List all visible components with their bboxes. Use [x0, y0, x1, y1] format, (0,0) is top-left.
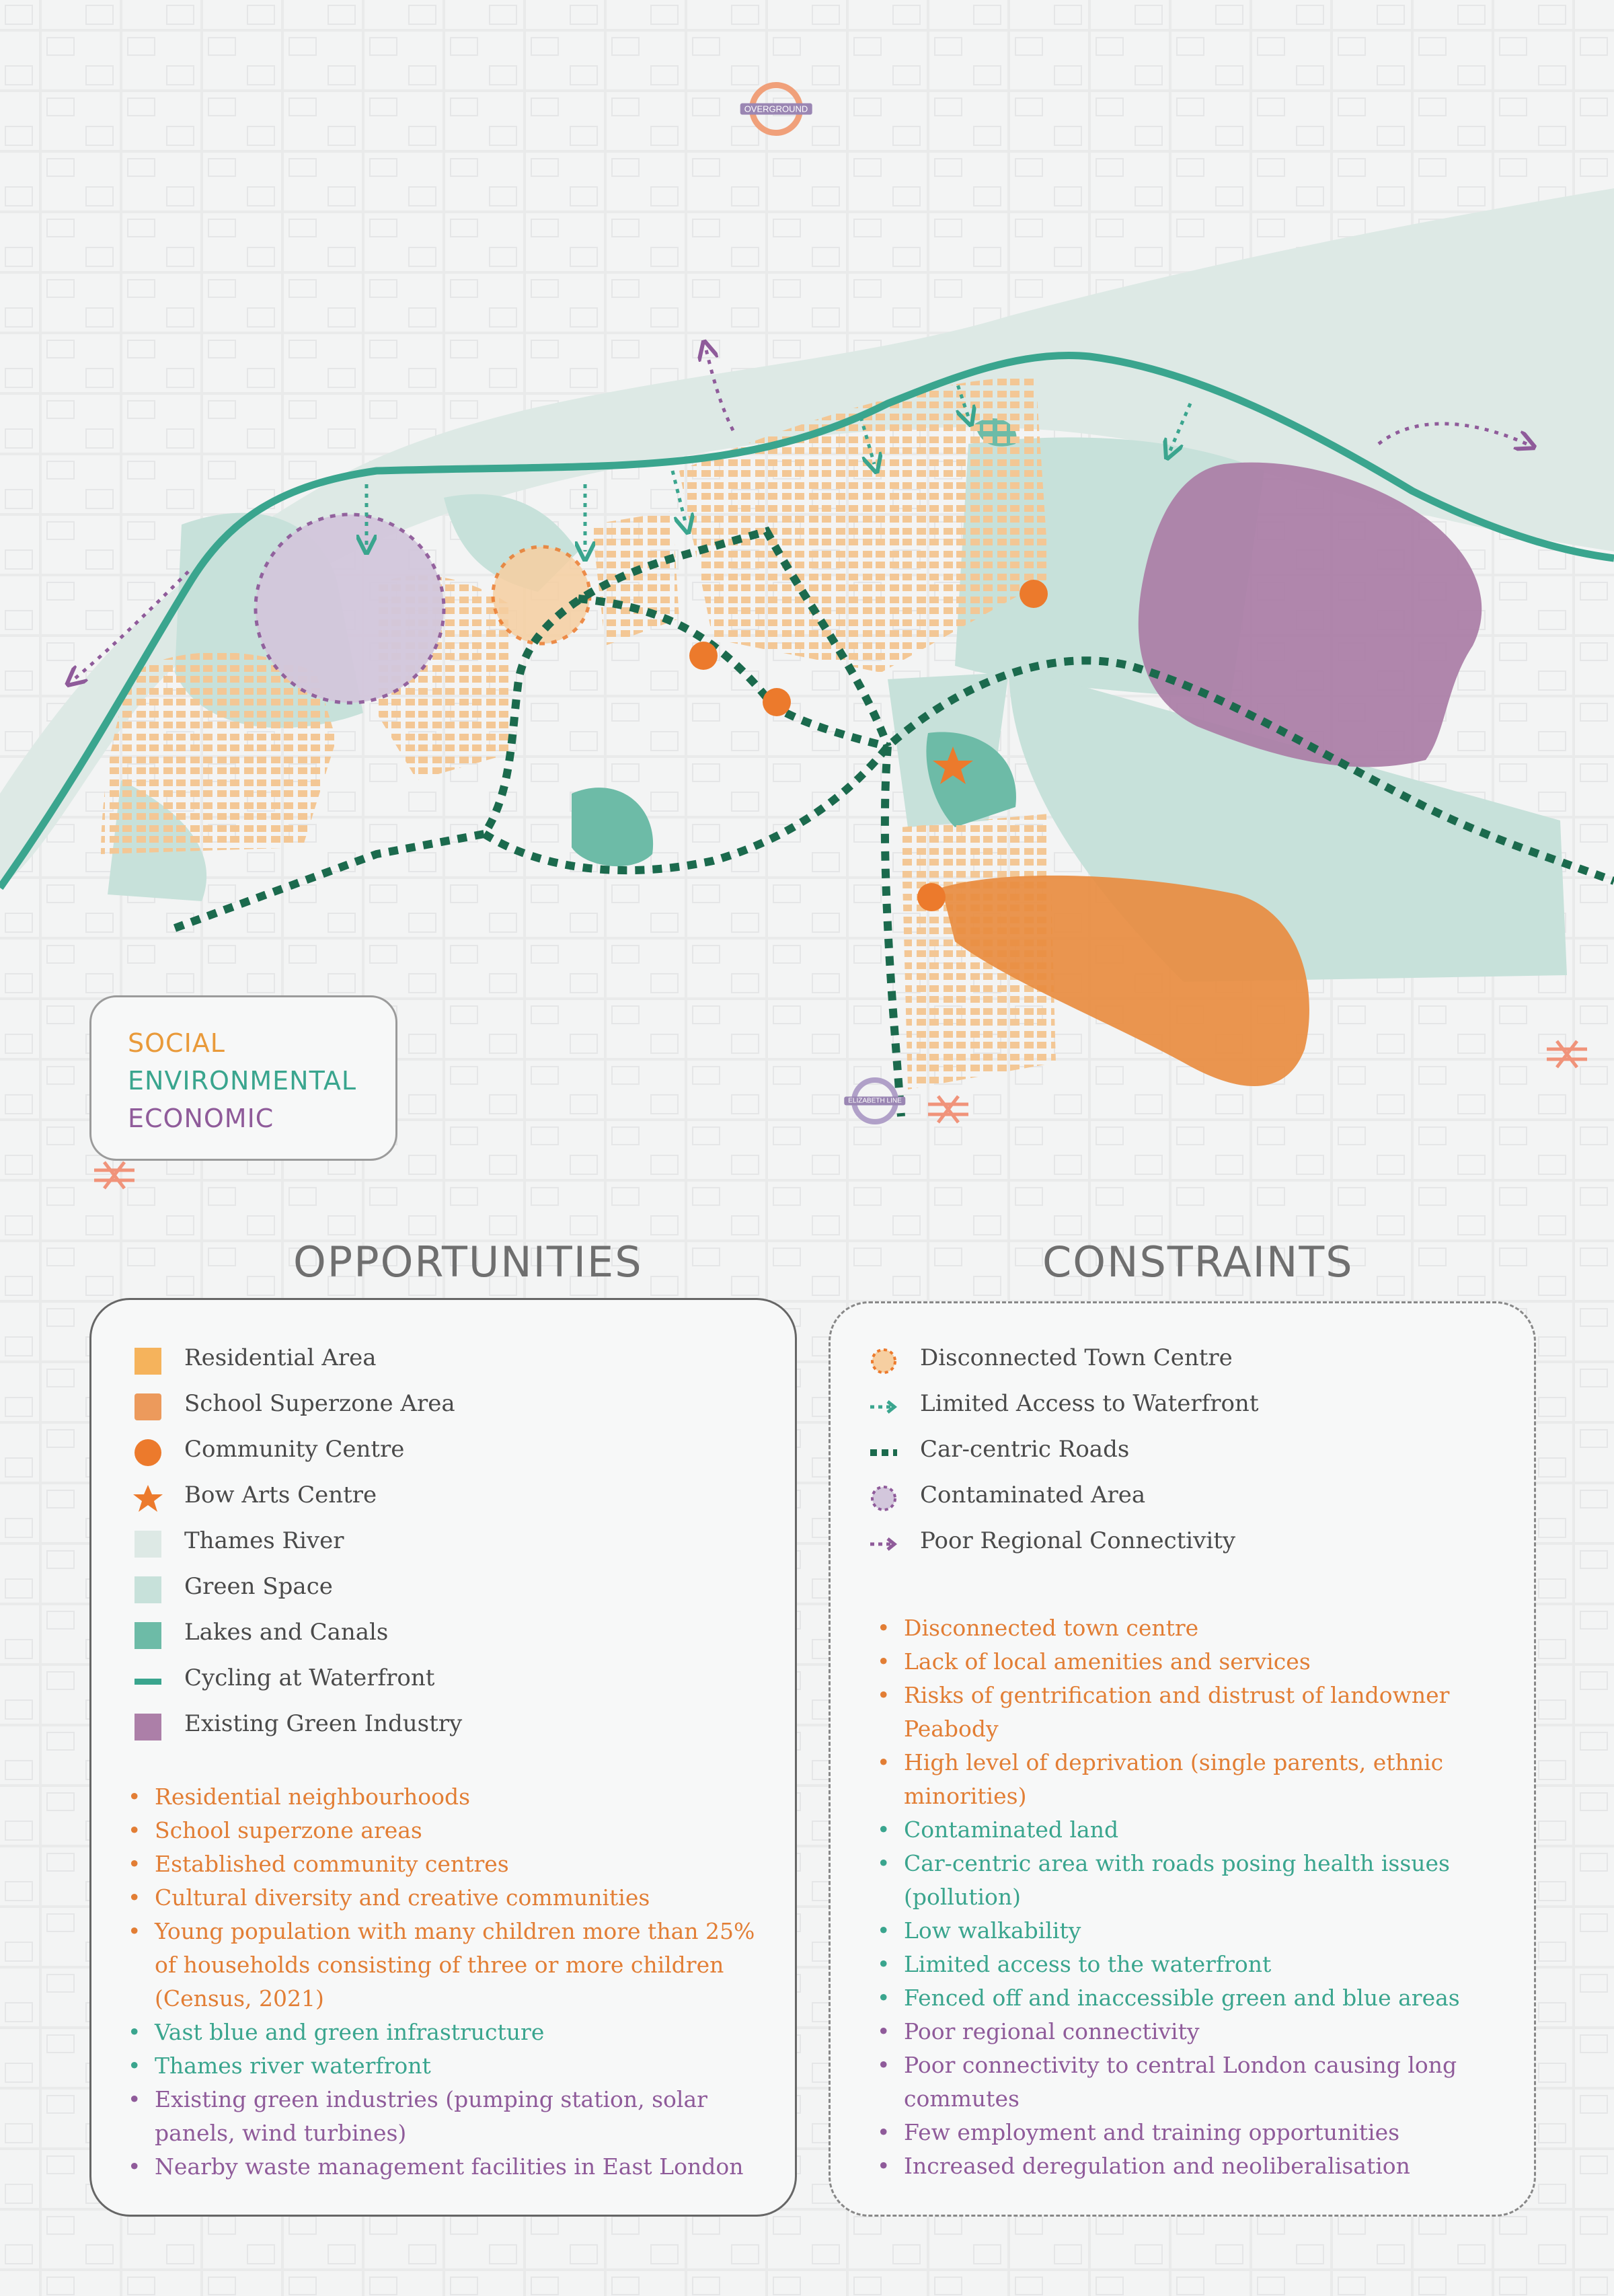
bow-arts-centre-star [933, 747, 973, 784]
list-item: Contaminated land [869, 1813, 1501, 1847]
lakes-canals-swatch-icon [133, 1619, 163, 1649]
theme-economic: ECONOMIC [128, 1104, 274, 1133]
list-item: Limited access to the waterfront [869, 1948, 1501, 1981]
limited-access-arrows [367, 376, 1192, 551]
list-item: Existing green industries (pumping stati… [120, 2083, 765, 2150]
green-industry-swatch-icon [133, 1710, 163, 1740]
list-item: Poor regional connectivity [869, 2015, 1501, 2049]
list-item: Few employment and training opportunitie… [869, 2116, 1501, 2149]
contaminated-area [254, 512, 446, 705]
list-item: Low walkability [869, 1914, 1501, 1948]
existing-green-industry [1138, 462, 1482, 767]
list-item: High level of deprivation (single parent… [869, 1746, 1501, 1813]
list-item: Poor connectivity to central London caus… [869, 2049, 1501, 2116]
disconnected-town-centre [491, 545, 592, 646]
theme-social: SOCIAL [128, 1028, 225, 1058]
school-superzone-area [942, 875, 1309, 1086]
cycling-line-icon [133, 1664, 163, 1691]
poor-connectivity-arrow-icon [869, 1527, 898, 1554]
overground-label: OVERGROUND [740, 103, 812, 115]
poor-connectivity-arrows [74, 350, 1527, 679]
thames-river [0, 188, 1614, 888]
constraints-title: CONSTRAINTS [1042, 1237, 1354, 1287]
green-space-swatch-icon [133, 1573, 163, 1603]
constraints-list: Disconnected town centre Lack of local a… [869, 1611, 1501, 2183]
rail-icons [94, 1040, 1587, 1190]
thames-river-swatch-icon [133, 1527, 163, 1558]
residential-area-swatch-icon [133, 1344, 163, 1375]
disconnected-town-centre-icon [869, 1344, 898, 1374]
opportunities-list: Residential neighbourhoods School superz… [120, 1780, 765, 2184]
theme-environmental: ENVIRONMENTAL [128, 1066, 357, 1096]
list-item: School superzone areas [120, 1814, 765, 1847]
star-icon [133, 1482, 163, 1512]
school-superzone-swatch-icon [133, 1390, 163, 1420]
list-item: Vast blue and green infrastructure [120, 2016, 765, 2049]
cycling-at-waterfront [0, 351, 1614, 890]
community-centres [689, 580, 1048, 911]
list-item: Disconnected town centre [869, 1611, 1501, 1645]
car-centric-roads-line-icon [869, 1436, 898, 1463]
list-item: Increased deregulation and neoliberalisa… [869, 2149, 1501, 2183]
list-item: Lack of local amenities and services [869, 1645, 1501, 1679]
list-item: Young population with many children more… [120, 1915, 765, 2016]
list-item: Car-centric area with roads posing healt… [869, 1847, 1501, 1914]
list-item: Fenced off and inaccessible green and bl… [869, 1981, 1501, 2015]
list-item: Established community centres [120, 1847, 765, 1881]
opportunities-title: OPPORTUNITIES [293, 1237, 643, 1287]
elizabeth-line-label: ELIZABETH LINE [844, 1096, 906, 1106]
list-item: Residential neighbourhoods [120, 1780, 765, 1814]
limited-access-arrow-icon [869, 1390, 898, 1417]
community-centre-dot-icon [133, 1436, 163, 1466]
list-item: Thames river waterfront [120, 2049, 765, 2083]
list-item: Risks of gentrification and distrust of … [869, 1679, 1501, 1746]
list-item: Nearby waste management facilities in Ea… [120, 2150, 765, 2184]
themes-key: SOCIAL ENVIRONMENTAL ECONOMIC [89, 995, 397, 1161]
contaminated-area-icon [869, 1482, 898, 1511]
list-item: Cultural diversity and creative communit… [120, 1881, 765, 1915]
car-centric-roads [173, 526, 1614, 1117]
